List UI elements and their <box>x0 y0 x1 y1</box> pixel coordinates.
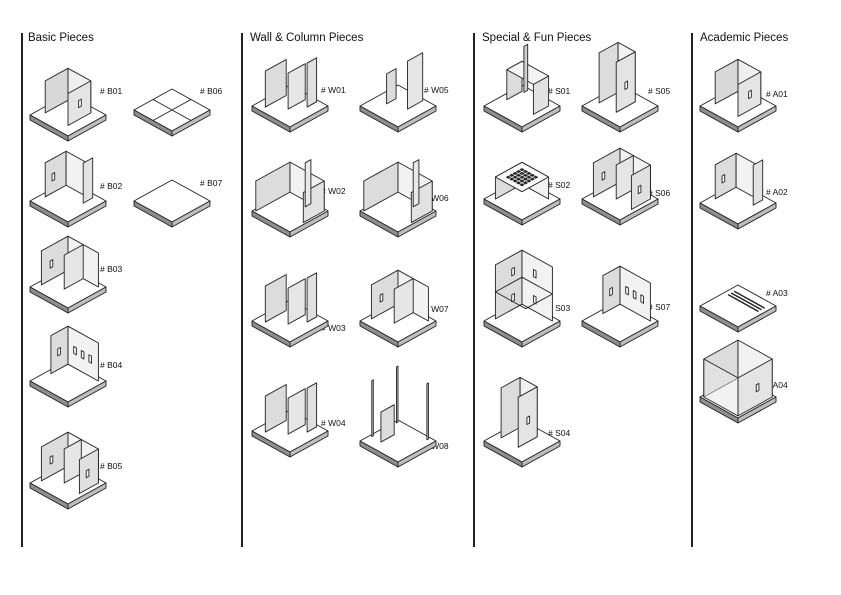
piece-label: # S06 <box>648 188 671 198</box>
piece-drawing <box>29 235 107 314</box>
piece-label: # S03 <box>548 303 571 313</box>
column-divider <box>21 33 23 547</box>
piece-b02: # B02 <box>13 135 123 235</box>
piece-s04: # S04 <box>467 375 577 475</box>
piece-drawing <box>699 284 777 333</box>
piece-w06: # W06 <box>343 145 453 245</box>
piece-drawing <box>251 382 329 458</box>
piece-s06: # S06 <box>565 133 675 233</box>
piece-label: # B02 <box>100 181 123 191</box>
piece-w07: # W07 <box>343 255 453 355</box>
column-title-academic: Academic Pieces <box>700 32 789 44</box>
piece-label: # S01 <box>548 86 571 96</box>
piece-drawing <box>483 249 561 348</box>
column-divider <box>473 33 475 547</box>
piece-a03: # A03 <box>683 240 793 340</box>
piece-label: # W05 <box>424 85 449 95</box>
piece-drawing <box>359 269 437 348</box>
piece-label: # B05 <box>100 461 123 471</box>
piece-s05: # S05 <box>565 40 675 140</box>
piece-b04: # B04 <box>13 315 123 415</box>
column-title-wall-column: Wall & Column Pieces <box>250 32 364 44</box>
piece-label: # S04 <box>548 428 571 438</box>
piece-w01: # W01 <box>235 40 346 140</box>
piece-b05: # B05 <box>13 417 123 517</box>
piece-label: # W04 <box>321 418 346 428</box>
piece-a01: # A01 <box>683 40 793 140</box>
piece-s03: # S03 <box>467 249 577 355</box>
piece-w08: # W08 <box>343 365 453 475</box>
piece-label: # A01 <box>766 89 788 99</box>
piece-a02: # A02 <box>683 137 793 237</box>
piece-b06: # B06 <box>117 44 227 144</box>
piece-label: # S05 <box>648 86 671 96</box>
column-divider <box>691 33 693 547</box>
piece-drawing <box>29 325 107 408</box>
piece-s01: # S01 <box>467 40 577 140</box>
piece-w05: # W05 <box>343 40 453 140</box>
piece-drawing <box>133 179 211 228</box>
piece-s07: # S07 <box>565 255 675 355</box>
piece-drawing <box>483 161 561 226</box>
piece-drawing <box>251 57 329 133</box>
piece-drawing <box>581 41 659 133</box>
piece-label: # B03 <box>100 264 123 274</box>
piece-drawing <box>29 150 107 228</box>
piece-b01: # B01 <box>13 49 123 149</box>
piece-drawing <box>359 365 437 468</box>
piece-drawing <box>699 339 777 424</box>
piece-label: # S02 <box>548 180 571 190</box>
piece-label: # A02 <box>766 187 788 197</box>
piece-drawing <box>483 376 561 468</box>
piece-label: # W06 <box>424 193 449 203</box>
piece-drawing <box>359 52 437 133</box>
piece-label: # B07 <box>200 178 223 188</box>
piece-a04: # A04 <box>683 331 793 431</box>
column-title-basic: Basic Pieces <box>28 32 94 44</box>
column-divider <box>241 33 243 547</box>
piece-label: # B04 <box>100 360 123 370</box>
piece-drawing <box>29 431 107 510</box>
piece-label: # W07 <box>424 304 449 314</box>
piece-drawing <box>29 67 107 142</box>
piece-label: # S07 <box>648 302 671 312</box>
piece-b07: # B07 <box>117 135 227 235</box>
piece-label: # B06 <box>200 86 223 96</box>
piece-drawing <box>251 159 329 238</box>
column-title-special-fun: Special & Fun Pieces <box>482 32 592 44</box>
piece-label: # A03 <box>766 288 788 298</box>
piece-drawing <box>581 147 659 226</box>
piece-label: # B01 <box>100 86 123 96</box>
piece-w04: # W04 <box>235 365 346 465</box>
piece-drawing <box>359 159 437 238</box>
piece-label: # A04 <box>766 380 788 390</box>
piece-s02: # S02 <box>467 133 577 233</box>
piece-drawing <box>699 58 777 133</box>
piece-w02: # W02 <box>235 145 346 245</box>
piece-drawing <box>581 265 659 348</box>
piece-w03: # W03 <box>235 255 346 355</box>
piece-drawing <box>699 152 777 230</box>
piece-drawing <box>483 43 561 133</box>
piece-b03: # B03 <box>13 221 123 321</box>
piece-label: # W01 <box>321 85 346 95</box>
piece-label: # W03 <box>321 323 346 333</box>
piece-drawing <box>251 272 329 348</box>
piece-drawing <box>133 88 211 137</box>
piece-label: # W02 <box>321 186 346 196</box>
